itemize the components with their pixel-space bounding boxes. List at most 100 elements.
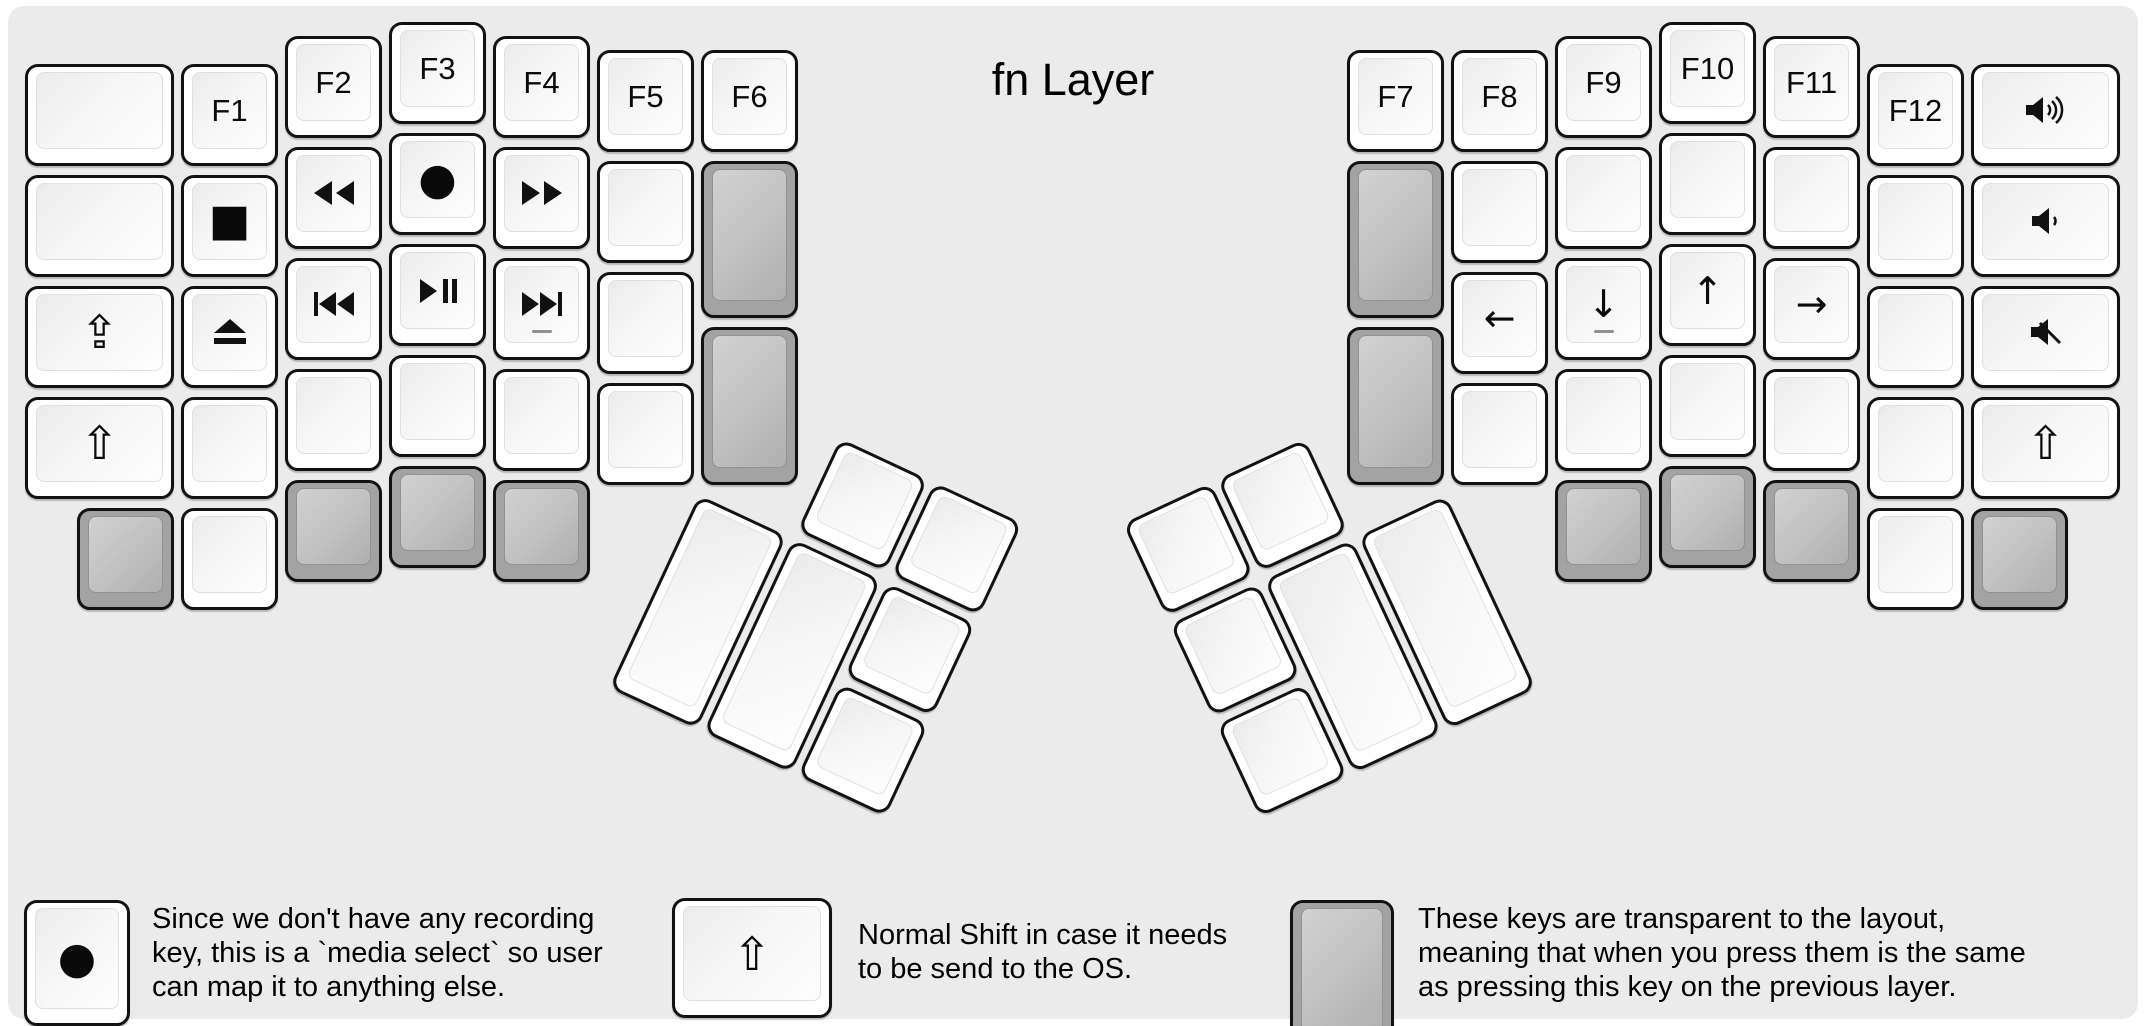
key-label: F9 [1585,64,1622,100]
key-play-pause[interactable] [389,244,486,346]
key-blank[interactable] [1867,396,1964,499]
legend-text-record: Since we don't have any recording key, t… [152,903,603,1003]
key-blank[interactable] [1763,368,1860,471]
key-label: ⇧ [80,416,119,471]
keycap-face [814,695,916,797]
keycap-face [296,487,371,565]
key-transparent[interactable] [1555,479,1652,582]
key-arrow-up[interactable]: ↑ [1659,244,1756,346]
key-arrow-right[interactable]: → [1763,257,1860,360]
key-transparent[interactable] [77,507,174,610]
key-f8[interactable]: F8 [1451,49,1548,152]
key-f2[interactable]: F2 [285,35,382,138]
key-blank[interactable] [597,160,694,263]
key-label: ↓ [1587,282,1620,327]
keycap-face [296,265,371,343]
keycap-face [1358,335,1433,468]
keycap-face [1136,494,1237,597]
key-transparent[interactable] [1971,507,2068,610]
key-transparent[interactable] [701,160,798,319]
key-transparent[interactable] [1347,160,1444,319]
key-stop[interactable]: ■ [181,174,278,277]
key-f6[interactable]: F6 [701,49,798,152]
key-volume-down[interactable] [1971,174,2120,277]
key-label: F4 [523,64,560,100]
key-blank[interactable] [1451,382,1548,485]
key-transparent[interactable] [1763,479,1860,582]
key-blank[interactable] [1763,146,1860,249]
key-label: F11 [1785,64,1838,100]
keycap-face [1982,71,2109,149]
key-f1[interactable]: F1 [181,63,278,166]
keycap-face [504,376,579,454]
keycap-face: F3 [400,30,475,107]
key-fast-forward[interactable] [493,146,590,249]
key-transparent[interactable] [1659,466,1756,568]
key-f5[interactable]: F5 [597,49,694,152]
keycap-face [1878,293,1953,371]
key-blank[interactable] [1659,133,1756,235]
volume-mute-icon [2025,316,2067,348]
key-blank[interactable] [181,507,278,610]
key-arrow-left[interactable]: ← [1451,271,1548,374]
key-blank[interactable] [25,63,174,166]
key-blank[interactable] [1867,507,1964,610]
keycap-face [1774,154,1849,232]
key-transparent[interactable] [493,479,590,582]
keycap-face [400,252,475,329]
volume-down-icon [2026,205,2066,237]
key-f3[interactable]: F3 [389,22,486,124]
key-transparent[interactable] [1347,327,1444,485]
key-blank[interactable] [1555,368,1652,471]
key-transparent[interactable] [389,466,486,568]
key-blank[interactable] [597,271,694,374]
key-transparent[interactable] [701,327,798,485]
key-blank[interactable] [389,355,486,457]
key-blank[interactable] [181,396,278,499]
key-blank[interactable] [1555,146,1652,249]
key-next-track[interactable] [493,257,590,360]
key-prev-track[interactable] [285,257,382,360]
key-blank[interactable] [597,382,694,485]
key-record[interactable]: ● [389,133,486,235]
keycap-face [1566,376,1641,454]
key-transparent[interactable] [285,479,382,582]
key-mute[interactable] [1971,285,2120,388]
key-f11[interactable]: F11 [1763,35,1860,138]
keycap-face: F7 [1358,57,1433,135]
key-blank[interactable] [1867,174,1964,277]
key-arrow-down[interactable]: ↓ [1555,257,1652,360]
fast-forward-icon [519,179,565,207]
key-shift-right[interactable]: ⇧ [1971,396,2120,499]
key-f9[interactable]: F9 [1555,35,1652,138]
key-blank[interactable] [25,174,174,277]
keycap-face [1670,363,1745,440]
play-pause-icon [418,277,458,305]
keycap-face [608,390,683,468]
keycap-face [1566,154,1641,232]
key-volume-up[interactable] [1971,63,2120,166]
keycap-face [1670,141,1745,218]
key-blank[interactable] [493,368,590,471]
key-blank[interactable] [1659,355,1756,457]
keycap-face [1670,474,1745,551]
key-blank[interactable] [1867,285,1964,388]
shift-key-icon: ⇧ [672,898,832,1018]
keycap-face: → [1774,265,1849,343]
keycap-face [88,515,163,593]
volume-up-icon [2022,94,2070,126]
key-blank[interactable] [1451,160,1548,263]
key-f7[interactable]: F7 [1347,49,1444,152]
key-caps-lock[interactable]: ⇪ [25,285,174,388]
keycap-face [36,182,163,260]
key-rewind[interactable] [285,146,382,249]
key-f10[interactable]: F10 [1659,22,1756,124]
keycap-face [1878,404,1953,482]
key-shift-left[interactable]: ⇧ [25,396,174,499]
key-f4[interactable]: F4 [493,35,590,138]
key-eject[interactable] [181,285,278,388]
key-f12[interactable]: F12 [1867,63,1964,166]
keycap-face: F10 [1670,30,1745,107]
key-blank[interactable] [285,368,382,471]
keycap-face [192,293,267,371]
